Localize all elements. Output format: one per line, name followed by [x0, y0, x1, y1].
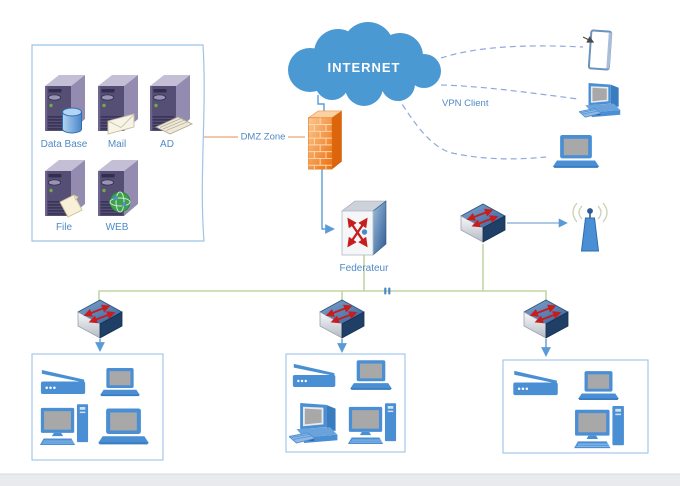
access-switch-center [320, 300, 364, 338]
desktop-computer-icon [39, 403, 89, 446]
internet-cloud: INTERNET [288, 22, 441, 106]
mail-server-label: Mail [108, 139, 126, 150]
file-server-label: File [56, 222, 73, 233]
vpn-tablet-icon [583, 30, 612, 69]
dmz-zone-label-group: DMZ Zone [238, 129, 288, 143]
vpn-dashed-links [396, 45, 584, 160]
federateur-router [342, 201, 386, 255]
green-backbone [98, 244, 547, 304]
ad-server-label: AD [160, 139, 174, 150]
wireless-antenna-icon [572, 203, 608, 252]
dmz-zone-label: DMZ Zone [241, 132, 286, 143]
lan-group-right [502, 359, 649, 454]
vpn-laptop-icon [552, 135, 600, 168]
switch-to-lan-links [95, 339, 551, 357]
web-server-label: WEB [106, 222, 129, 233]
distribution-switch [461, 204, 505, 242]
vpn-clients [552, 30, 621, 168]
access-switch-right [524, 300, 568, 338]
file-page-icon [59, 194, 83, 218]
desktop-computer-icon [347, 402, 397, 445]
mail-envelope-icon [107, 113, 135, 135]
keyboard-icon [154, 116, 194, 135]
lan-group-left [31, 353, 164, 461]
internet-label: INTERNET [328, 60, 401, 75]
access-switch-left [78, 300, 122, 338]
server-group-box: Data Base Mail AD File WEB [31, 44, 205, 242]
vpn-client-label: VPN Client [442, 98, 489, 109]
lan-group-center [285, 353, 406, 453]
globe-icon [109, 191, 131, 213]
database-server-label: Data Base [41, 139, 88, 150]
line-hop-marker [384, 287, 391, 295]
desktop-computer-icon [573, 405, 625, 449]
database-icon [62, 107, 82, 134]
firewall-to-federateur-link [321, 168, 335, 234]
firewall-icon [308, 110, 342, 170]
connector-lines [95, 45, 584, 357]
vpn-desktop-icon [579, 82, 621, 118]
bottom-edge-strip [0, 474, 680, 486]
federateur-label: Federateur [340, 263, 390, 274]
